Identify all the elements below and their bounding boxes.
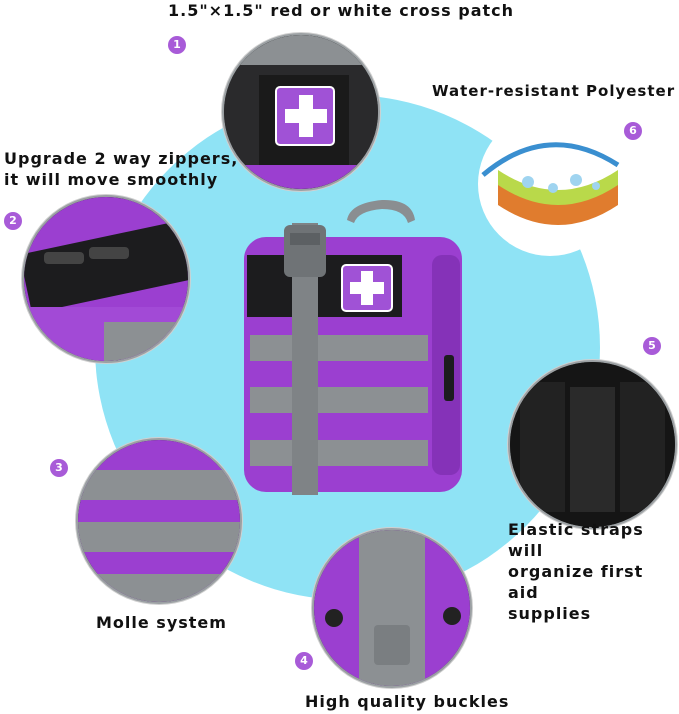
feature-badge-5: 5 (643, 337, 661, 355)
feature-badge-2: 2 (4, 212, 22, 230)
feature-label-buckles: High quality buckles (305, 692, 510, 711)
feature-badge-1: 1 (168, 36, 186, 54)
feature-label-zippers-line-1: Upgrade 2 way zippers, (4, 149, 239, 168)
pouch-image (244, 199, 462, 495)
feature-label-elastic-line-2: organize first aid (508, 562, 644, 602)
zoom-buckles (312, 528, 472, 688)
feature-badge-4: 4 (295, 652, 313, 670)
feature-label-elastic-straps: Elastic straps will organize first aid s… (508, 519, 678, 624)
feature-badge-6: 6 (624, 122, 642, 140)
feature-badge-3: 3 (50, 459, 68, 477)
zoom-water-resistant (478, 112, 622, 256)
feature-label-water-resistant: Water-resistant Polyester (432, 82, 676, 100)
feature-label-molle: Molle system (96, 613, 227, 632)
feature-label-elastic-line-1: Elastic straps will (508, 520, 644, 560)
zoom-molle (76, 438, 242, 604)
feature-label-zippers-line-2: it will move smoothly (4, 170, 219, 189)
feature-label-elastic-line-3: supplies (508, 604, 592, 623)
zoom-elastic-straps (508, 360, 677, 529)
zoom-zippers (22, 195, 190, 363)
feature-label-zippers: Upgrade 2 way zippers, it will move smoo… (4, 148, 264, 190)
feature-label-cross-patch: 1.5"×1.5" red or white cross patch (168, 1, 515, 20)
